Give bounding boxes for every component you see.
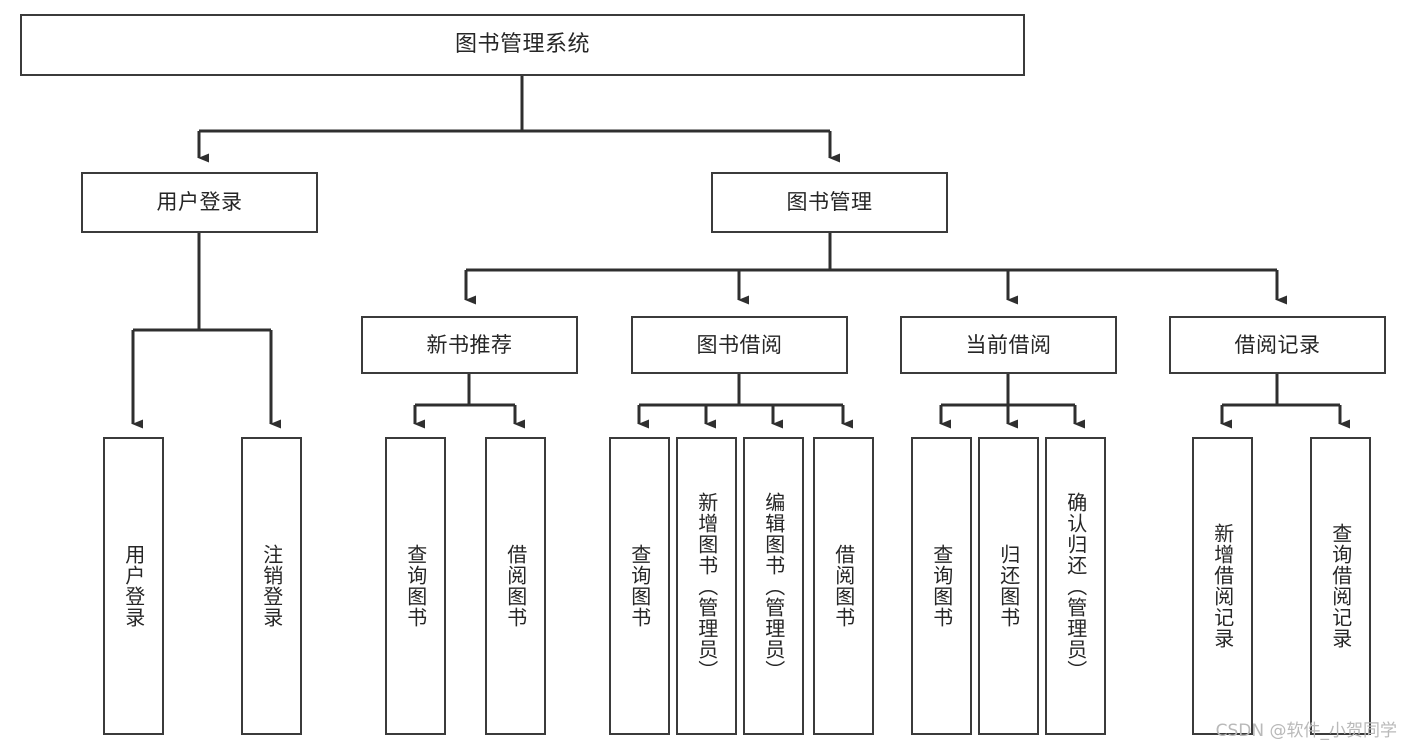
leaf-borrow-add-book-admin[interactable]: 新增图书（管理员） <box>676 437 737 735</box>
node-label: 图书管理 <box>786 190 873 215</box>
node-label: 新增借阅记录 <box>1210 523 1235 649</box>
leaf-borrow-edit-book-admin[interactable]: 编辑图书（管理员） <box>743 437 804 735</box>
node-label: 新增图书（管理员） <box>694 491 719 681</box>
leaf-current-return-book[interactable]: 归还图书 <box>978 437 1039 735</box>
node-label: 图书管理系统 <box>454 32 590 58</box>
leaf-current-confirm-return-admin[interactable]: 确认归还（管理员） <box>1045 437 1106 735</box>
node-label: 注销登录 <box>259 544 284 628</box>
node-label: 借阅图书 <box>831 544 856 628</box>
node-user-login[interactable]: 用户登录 <box>81 172 318 233</box>
node-new-book-recommend[interactable]: 新书推荐 <box>361 316 578 374</box>
node-current-borrow[interactable]: 当前借阅 <box>900 316 1117 374</box>
node-label: 图书借阅 <box>696 332 783 357</box>
leaf-record-add-record[interactable]: 新增借阅记录 <box>1192 437 1253 735</box>
watermark-text: CSDN @软件_小贺同学 <box>1215 721 1397 741</box>
leaf-user-login-login[interactable]: 用户登录 <box>103 437 164 735</box>
leaf-current-query-book[interactable]: 查询图书 <box>911 437 972 735</box>
node-book-management[interactable]: 图书管理 <box>711 172 948 233</box>
node-label: 借阅记录 <box>1234 332 1321 357</box>
node-book-borrow[interactable]: 图书借阅 <box>631 316 848 374</box>
node-label: 确认归还（管理员） <box>1063 491 1088 681</box>
leaf-borrow-query-book[interactable]: 查询图书 <box>609 437 670 735</box>
node-label: 归还图书 <box>996 544 1021 628</box>
node-borrow-record[interactable]: 借阅记录 <box>1169 316 1386 374</box>
node-label: 编辑图书（管理员） <box>761 491 786 681</box>
leaf-recommend-borrow-book[interactable]: 借阅图书 <box>485 437 546 735</box>
node-root-system[interactable]: 图书管理系统 <box>20 14 1025 76</box>
node-label: 查询图书 <box>403 544 428 628</box>
leaf-borrow-borrow-book[interactable]: 借阅图书 <box>813 437 874 735</box>
leaf-recommend-query-book[interactable]: 查询图书 <box>385 437 446 735</box>
node-label: 查询借阅记录 <box>1328 523 1353 649</box>
node-label: 新书推荐 <box>426 332 513 357</box>
node-label: 当前借阅 <box>965 332 1052 357</box>
node-label: 用户登录 <box>156 190 243 215</box>
node-label: 查询图书 <box>929 544 954 628</box>
node-label: 用户登录 <box>121 544 146 628</box>
node-label: 借阅图书 <box>503 544 528 628</box>
node-label: 查询图书 <box>627 544 652 628</box>
leaf-record-query-record[interactable]: 查询借阅记录 <box>1310 437 1371 735</box>
leaf-user-login-logout[interactable]: 注销登录 <box>241 437 302 735</box>
